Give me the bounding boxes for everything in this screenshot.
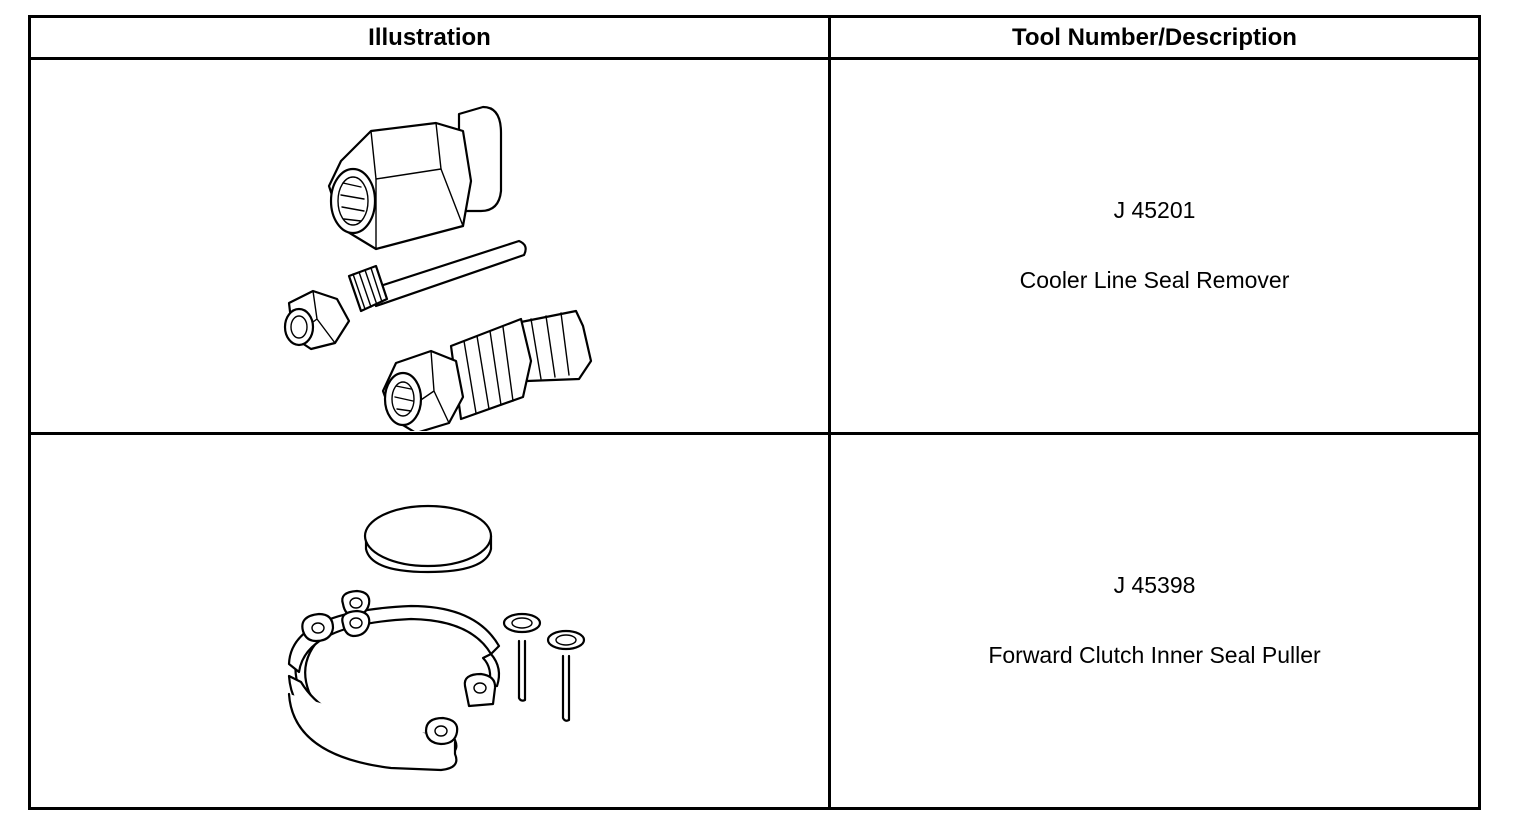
illustration-cell <box>28 57 831 435</box>
tool-table: Illustration Tool Number/Description <box>28 15 1481 810</box>
header-tool-number-description: Tool Number/Description <box>828 15 1481 60</box>
table-row: J 45201 Cooler Line Seal Remover <box>28 57 1481 435</box>
forward-clutch-inner-seal-puller-icon <box>287 504 586 772</box>
tool-description: Forward Clutch Inner Seal Puller <box>988 642 1321 668</box>
table-row: J 45398 Forward Clutch Inner Seal Puller <box>28 432 1481 810</box>
header-illustration: Illustration <box>28 15 831 60</box>
illustration-cell <box>28 432 831 810</box>
tool-number: J 45201 <box>1113 197 1196 224</box>
tool-description: Cooler Line Seal Remover <box>1019 267 1290 293</box>
description-cell: J 45398 Forward Clutch Inner Seal Puller <box>828 432 1481 810</box>
cooler-line-seal-remover-icon <box>283 105 593 431</box>
header-row: Illustration Tool Number/Description <box>28 15 1481 60</box>
tool-number: J 45398 <box>1113 572 1196 599</box>
description-cell: J 45201 Cooler Line Seal Remover <box>828 57 1481 435</box>
